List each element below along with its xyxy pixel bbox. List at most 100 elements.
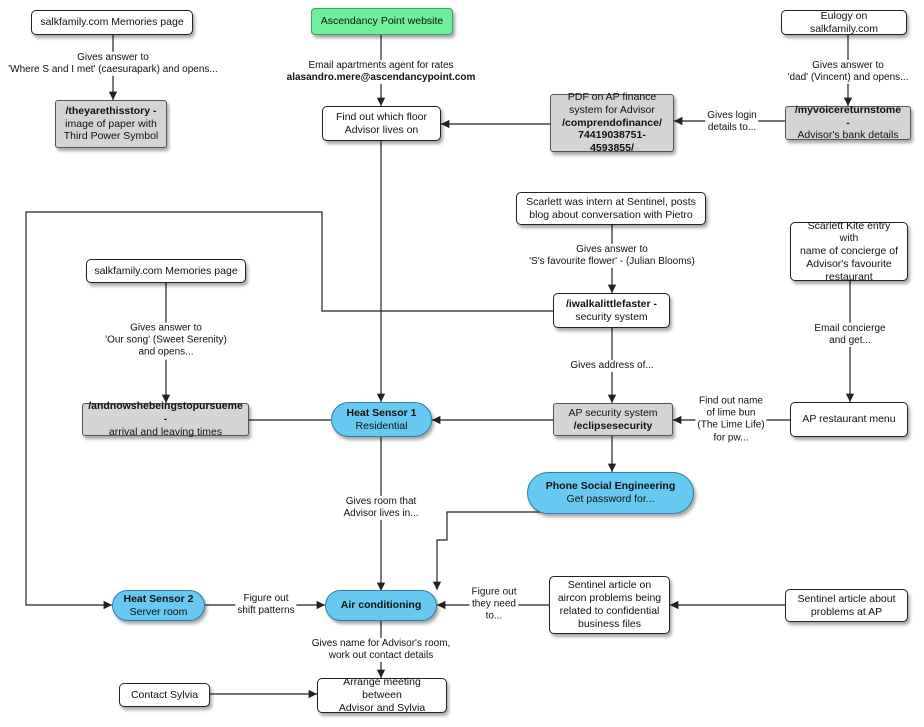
edge-iwalk-heat2 (25, 211, 553, 610)
node-text: Advisor and Sylvia (338, 701, 426, 714)
node-ap-security-system: AP security system /eclipsesecurity (553, 403, 673, 436)
edge-label-our-song: Gives answer to 'Our song' (Sweet Sereni… (103, 322, 229, 360)
node-text: 74419038751-4593855/ (578, 129, 646, 155)
node-ap-restaurant-menu: AP restaurant menu (790, 402, 908, 437)
edge-label-line: Gives address of... (570, 359, 654, 371)
node-ascendancy-point-website: Ascendancy Point website (311, 8, 453, 35)
node-text: security system (575, 310, 648, 323)
edge-label-line: Gives login (707, 109, 757, 121)
node-iwalkalittlefaster: /iwalkalittlefaster - security system (553, 293, 670, 328)
node-text: Third Power Symbol (63, 130, 159, 143)
edge-label-line: shift patterns (237, 605, 295, 616)
node-text: Air conditioning (340, 599, 422, 612)
node-text: Find out which floor (335, 110, 428, 123)
node-text: AP security system (568, 406, 658, 419)
edge-label-line: 'Our song' (Sweet Serenity) (105, 334, 227, 346)
edge-label-memories1: Gives answer to 'Where S and I met' (cae… (6, 51, 220, 77)
edge-label-line: 'Where S and I met' (caesurapark) and op… (8, 64, 218, 75)
node-text: business files (577, 617, 642, 630)
node-arrange-meeting: Arrange meeting between Advisor and Sylv… (317, 676, 447, 714)
node-text: name of concierge of (799, 245, 899, 258)
edge-label-login-details: Gives login details to... (705, 109, 759, 135)
node-text: /myvoicereturnstome - (794, 103, 902, 129)
node-text: Advisor lives on (344, 123, 419, 136)
edge-label-line: work out contact details (328, 650, 434, 661)
edge-label-they-need-to: Figure out they need to... (469, 586, 519, 624)
node-text: /andnowshebeingstopursueme - (88, 400, 243, 426)
node-text: Server room (129, 605, 188, 618)
node-text: Heat Sensor 1 (346, 406, 417, 419)
node-find-floor: Find out which floor Advisor lives on (322, 106, 441, 141)
node-memories-page-mid: salkfamily.com Memories page (86, 259, 246, 283)
node-heat-sensor-2: Heat Sensor 2 Server room (112, 590, 205, 621)
edge-label-line: of lime bun (706, 407, 756, 419)
edge-label-gives-address: Gives address of... (568, 359, 656, 373)
edge-label-line: Gives answer to (130, 322, 202, 334)
node-text: Scarlett Kite entry with (807, 219, 891, 245)
email-address: alasandro.mere@ascendancypoint.com (286, 72, 476, 83)
node-text: Arrange meeting between (343, 676, 421, 702)
node-text: Residential (355, 419, 408, 432)
node-text: restaurant (825, 270, 873, 283)
edge-label-line: for pw... (713, 432, 749, 444)
node-text: Scarlett was intern at Sentinel, posts (526, 195, 696, 208)
edge-label-line: 'dad' (Vincent) and opens... (787, 72, 909, 83)
node-phone-social-engineering: Phone Social Engineering Get password fo… (527, 472, 694, 514)
edge-label-line: and get... (829, 335, 871, 346)
node-eulogy: Eulogy on salkfamily.com (781, 10, 907, 35)
node-text: related to confidential (559, 605, 660, 617)
node-text: Sentinel article about (797, 592, 896, 605)
node-text: /iwalkalittlefaster - (565, 297, 658, 310)
node-text: image of paper with (65, 117, 157, 130)
node-text: system for Advisor (569, 103, 655, 116)
node-text: PDF on AP finance (567, 91, 657, 104)
node-air-conditioning: Air conditioning (325, 590, 437, 621)
node-text: /theyarethisstory - (65, 104, 157, 117)
node-text: /comprendofinance/ (562, 116, 662, 129)
node-text: salkfamily.com Memories page (94, 264, 238, 277)
node-text: aircon problems being (557, 592, 662, 605)
node-text: problems at AP (810, 605, 883, 618)
node-text: AP restaurant menu (802, 413, 896, 426)
node-sentinel-aircon-article: Sentinel article on aircon problems bein… (549, 576, 670, 634)
edge-label-line: Figure out (243, 592, 289, 604)
node-scarlett-kite: Scarlett Kite entry with name of concier… (790, 219, 908, 283)
node-text: Advisor's favourite (806, 257, 892, 270)
edge-label-email-agent: Email apartments agent for rates alasand… (284, 59, 478, 85)
edge-phone-aircon (432, 511, 541, 590)
node-text: Phone Social Engineering (545, 480, 676, 493)
node-text: salkfamily.com Memories page (40, 16, 184, 29)
edge-label-line: Gives name for Advisor's room, (311, 637, 451, 649)
edge-label-favourite-flower: Gives answer to 'S's favourite flower' -… (527, 243, 697, 269)
node-text: Heat Sensor 2 (123, 592, 194, 605)
node-text: /eclipsesecurity (573, 419, 653, 432)
edge-label-line: Figure out (471, 586, 517, 598)
node-text: Sentinel article on (567, 579, 652, 592)
edge-label-line: to... (485, 611, 503, 623)
edge-label-line: they need (472, 598, 516, 610)
edge-label-gives-room: Gives room that Advisor lives in... (341, 495, 421, 521)
node-heat-sensor-1: Heat Sensor 1 Residential (331, 402, 432, 437)
edge-label-lime-bun: Find out name of lime bun (The Lime Life… (695, 395, 767, 445)
edge-label-line: 'S's favourite flower' - (Julian Blooms) (529, 256, 695, 267)
edge-label-line: Gives answer to (77, 51, 149, 63)
node-contact-sylvia: Contact Sylvia (119, 683, 210, 707)
node-theyarethisstory: /theyarethisstory - image of paper with … (55, 100, 167, 148)
edge-label-line: and opens... (138, 347, 194, 359)
node-pdf-ap-finance: PDF on AP finance system for Advisor /co… (550, 91, 674, 155)
node-text: Ascendancy Point website (320, 15, 444, 28)
node-text: Contact Sylvia (130, 688, 199, 701)
edge-label-advisors-room: Gives name for Advisor's room, work out … (309, 637, 453, 663)
node-andnowshebeingstopursueme: /andnowshebeingstopursueme - arrival and… (82, 400, 249, 438)
edge-label-shift-patterns: Figure out shift patterns (235, 592, 297, 618)
edge-label-line: (The Lime Life) (697, 420, 765, 431)
node-text: Advisor's bank details (797, 129, 899, 142)
node-text: arrival and leaving times (108, 425, 223, 438)
edge-label-line: Find out name (699, 395, 763, 407)
edge-label-line: Advisor lives in... (343, 508, 419, 519)
edge-label-line: details to... (707, 122, 757, 133)
edge-label-line: Gives room that (345, 495, 417, 507)
edge-label-line: Gives answer to (576, 243, 648, 255)
node-sentinel-ap-article: Sentinel article about problems at AP (785, 589, 908, 622)
edge-label-line: Email concierge (814, 322, 886, 334)
